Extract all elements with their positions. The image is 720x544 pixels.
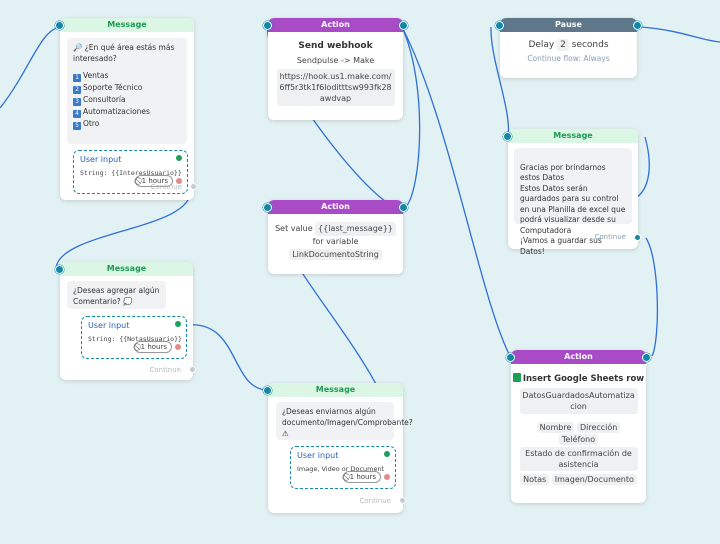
- message-node-comment[interactable]: Message ¿Deseas agregar algún Comentario…: [55, 262, 196, 380]
- timeout-port[interactable]: [175, 344, 181, 350]
- timeout-port[interactable]: [384, 474, 390, 480]
- message-node-document[interactable]: Message ¿Deseas enviarnos algún document…: [263, 383, 413, 513]
- action-node-insert-sheets-row[interactable]: Action Insert Google Sheets row DatosGua…: [506, 350, 651, 503]
- set-value-label: Set value: [275, 224, 313, 233]
- input-port[interactable]: [263, 386, 272, 395]
- continue-label: Continue: [359, 497, 391, 505]
- message-text: ¿Deseas enviarnos algún documento/Imagen…: [282, 407, 413, 438]
- action-title: Send webhook: [298, 41, 373, 51]
- input-port[interactable]: [263, 203, 272, 212]
- column-tag: Nombre: [536, 422, 575, 433]
- message-text: Gracias por brindarnos estos Datos Estos…: [520, 162, 626, 256]
- message-bubble: Gracias por brindarnos estos Datos Estos…: [514, 148, 632, 256]
- continue-port[interactable]: [399, 497, 406, 504]
- timeout-badge[interactable]: ⃠1 hours: [342, 471, 381, 483]
- user-input-variable: String: {{InteresUsuario}}: [80, 169, 182, 177]
- delay-label: Delay: [528, 40, 555, 50]
- edge-offscreen-to-msg1: [0, 26, 61, 109]
- user-input-variable: String: {{NotasUsuario}}: [88, 335, 182, 343]
- column-tag: Teléfono: [558, 434, 599, 445]
- continue-port[interactable]: [634, 234, 641, 241]
- success-port[interactable]: [176, 155, 182, 161]
- node-header: Action: [268, 200, 403, 214]
- timeout-badge[interactable]: ⃠1 hours: [133, 341, 172, 353]
- continue-label: Continue: [149, 366, 181, 374]
- user-input-types: Image, Video or Document: [297, 465, 385, 473]
- input-port[interactable]: [263, 21, 272, 30]
- edge-act1-to-insert-row: [401, 26, 512, 359]
- continue-label: Continue: [150, 183, 182, 191]
- output-port[interactable]: [399, 21, 408, 30]
- node-header: Action: [268, 18, 403, 32]
- input-port[interactable]: [55, 265, 64, 274]
- action-node-webhook[interactable]: Action Send webhook Sendpulse -> Make ht…: [263, 18, 408, 120]
- continue-flow-label: Continue flow: Always: [527, 54, 610, 63]
- delay-value: 2: [557, 39, 569, 51]
- edge-pause-to-offscreen: [640, 26, 720, 43]
- message-bubble: ¿Deseas enviarnos algún documento/Imagen…: [276, 402, 413, 440]
- continue-label: Continue: [594, 233, 626, 241]
- pause-node[interactable]: Pause Delay 2 seconds Continue flow: Alw…: [495, 18, 642, 78]
- edge-msg2-to-msg3: [186, 324, 269, 391]
- input-port[interactable]: [55, 21, 64, 30]
- action-title: Insert Google Sheets row: [522, 374, 645, 384]
- user-input-block[interactable]: User input Image, Video or Document ⃠1 h…: [290, 446, 396, 489]
- sheet-name: DatosGuardadosAutomatizacion: [519, 388, 638, 414]
- node-header: Message: [60, 262, 193, 276]
- delay-unit: seconds: [571, 40, 609, 50]
- user-input-title: User input: [297, 451, 339, 460]
- timeout-badge[interactable]: ⃠1 hours: [134, 175, 173, 187]
- user-input-block[interactable]: User input String: {{InteresUsuario}} ⃠1…: [73, 150, 188, 194]
- sheets-icon: [512, 373, 521, 382]
- output-port[interactable]: [642, 353, 651, 362]
- continue-port[interactable]: [190, 183, 197, 190]
- user-input-title: User input: [88, 321, 130, 330]
- edge-insert-row-from-msg4: [645, 237, 659, 357]
- variable-tag: LinkDocumentoString: [289, 249, 382, 260]
- column-tag: Notas: [520, 474, 550, 485]
- node-header: Message: [508, 129, 638, 143]
- node-header: Message: [268, 383, 403, 397]
- message-text: 🔎 ¿En qué área estás más interesado?: [73, 43, 175, 63]
- action-subtitle: Sendpulse -> Make: [296, 56, 375, 65]
- message-node-interest[interactable]: Message 🔎 ¿En qué área estás más interes…: [55, 18, 197, 200]
- message-text: ¿Deseas agregar algún Comentario? 💭: [73, 286, 160, 306]
- user-input-title: User input: [80, 155, 122, 164]
- column-tag: Dirección: [576, 422, 621, 433]
- success-port[interactable]: [384, 451, 390, 457]
- success-port[interactable]: [175, 321, 181, 327]
- message-bubble: ¿Deseas agregar algún Comentario? 💭: [67, 281, 166, 309]
- node-header: Message: [60, 18, 194, 32]
- input-port[interactable]: [506, 353, 515, 362]
- output-port[interactable]: [633, 21, 642, 30]
- input-port[interactable]: [495, 21, 504, 30]
- input-port[interactable]: [503, 132, 512, 141]
- value-tag: {{last_message}}: [315, 222, 396, 236]
- output-port[interactable]: [399, 203, 408, 212]
- webhook-url: https://hook.us1.make.com/6ff5r3tk1f6lod…: [276, 69, 395, 106]
- user-input-block[interactable]: User input String: {{NotasUsuario}} ⃠1 h…: [81, 316, 187, 359]
- column-tag: Estado de confirmación de asistencia: [519, 447, 638, 471]
- for-variable-label: for variable: [312, 237, 359, 246]
- column-tag: Imagen/Documento: [551, 474, 637, 485]
- node-header: Action: [511, 350, 646, 364]
- timeout-port[interactable]: [176, 178, 182, 184]
- action-node-set-value[interactable]: Action Set value {{last_message}} for va…: [263, 200, 408, 274]
- node-header: Pause: [500, 18, 637, 32]
- continue-port[interactable]: [189, 366, 196, 373]
- message-node-thanks[interactable]: Message Gracias por brindarnos estos Dat…: [503, 129, 641, 256]
